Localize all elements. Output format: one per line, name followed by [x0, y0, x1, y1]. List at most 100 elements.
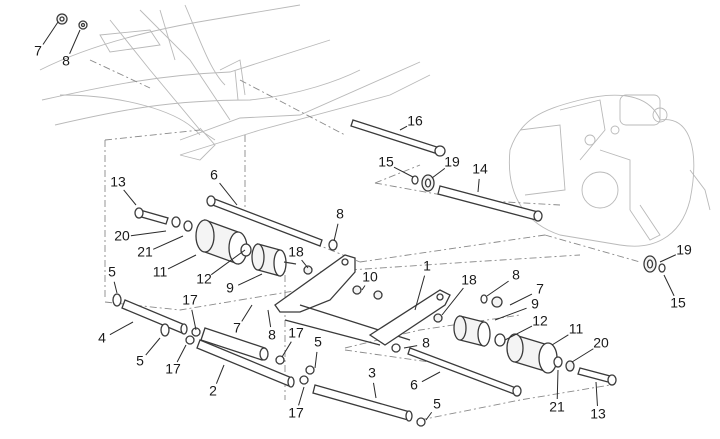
leader-line-13	[595, 381, 598, 407]
part-bushing-9-left	[251, 243, 297, 277]
leader-line-11	[167, 254, 197, 270]
leader-line-8	[486, 280, 509, 297]
leader-line-20	[571, 348, 594, 363]
leader-line-1	[414, 275, 426, 311]
callout-label-20: 20	[114, 228, 130, 244]
callout-label-21: 21	[137, 244, 153, 260]
leader-line-14	[477, 178, 480, 193]
leader-line-2	[215, 364, 225, 384]
callout-label-6: 6	[210, 167, 218, 183]
leader-line-13	[123, 189, 137, 206]
leader-line-7	[42, 21, 59, 45]
leader-line-16	[399, 125, 408, 131]
leader-line-21	[556, 369, 559, 400]
callout-label-16: 16	[407, 113, 423, 129]
leader-line-8	[69, 29, 81, 54]
part-nut-10a	[352, 285, 362, 295]
callout-label-8: 8	[336, 206, 344, 222]
leader-line-20	[130, 230, 167, 237]
part-washer-21b	[553, 356, 563, 368]
leader-line-10	[361, 285, 366, 291]
part-nut-10b	[373, 290, 383, 300]
callout-label-1: 1	[423, 258, 431, 274]
callout-label-17: 17	[288, 405, 304, 421]
callout-label-3: 3	[368, 365, 376, 381]
leader-line-9	[237, 273, 263, 286]
part-bushing-9-right	[453, 315, 491, 347]
callout-label-12: 12	[532, 313, 548, 329]
part-spacer-18b	[433, 313, 443, 323]
callout-label-5: 5	[433, 396, 441, 412]
part-washer-8b	[328, 239, 338, 251]
callout-label-20: 20	[593, 335, 609, 351]
part-washer-8c	[480, 294, 488, 304]
leader-line-5	[113, 281, 118, 294]
part-washer-5a	[112, 293, 122, 307]
engine-block	[508, 94, 711, 247]
frame-outline	[39, 4, 431, 161]
part-pin-2	[196, 327, 295, 388]
leader-line-15	[393, 166, 414, 178]
leader-line-7	[241, 304, 253, 322]
part-bolt-6-top	[206, 195, 323, 247]
part-washer-5b	[160, 323, 170, 337]
leader-line-21	[153, 235, 184, 250]
callout-label-21: 21	[549, 399, 565, 415]
leader-line-12	[504, 325, 533, 341]
leader-line-5	[145, 337, 161, 356]
callout-label-5: 5	[136, 353, 144, 369]
callout-label-10: 10	[362, 269, 378, 285]
callout-label-5: 5	[314, 334, 322, 350]
callout-label-7: 7	[536, 281, 544, 297]
leader-line-7	[509, 293, 533, 306]
callout-label-15: 15	[378, 154, 394, 170]
callout-label-6: 6	[410, 377, 418, 393]
part-washer-21a	[183, 220, 193, 232]
leader-line-5	[425, 411, 433, 421]
part-spacer-17d	[299, 375, 309, 385]
part-bolt-14	[437, 185, 543, 222]
callout-label-19: 19	[444, 154, 460, 170]
part-clip-15b	[658, 263, 666, 273]
part-washer-12b	[494, 333, 506, 347]
leader-line-6	[421, 371, 441, 383]
part-bolt-16	[350, 119, 446, 157]
part-washer-8d	[391, 343, 401, 353]
leader-line-18	[301, 259, 309, 269]
leader-line-6	[219, 182, 238, 206]
part-spacer-18a	[303, 265, 313, 275]
callout-label-11: 11	[153, 264, 168, 280]
callout-label-19: 19	[676, 242, 692, 258]
callout-label-8: 8	[512, 267, 520, 283]
leader-line-3	[372, 382, 377, 399]
part-washer-12a	[240, 243, 252, 257]
leader-line-17	[191, 309, 197, 331]
leader-line-12	[210, 249, 246, 276]
part-washer-5c	[305, 365, 315, 375]
leader-line-15	[663, 274, 675, 297]
part-pin-4	[121, 299, 188, 335]
part-bolt-6-bottom	[407, 347, 522, 397]
callout-label-2: 2	[209, 383, 217, 399]
leader-line-19	[659, 254, 677, 263]
callout-label-15: 15	[670, 295, 686, 311]
part-bearing-19b	[643, 255, 657, 273]
part-clip-15a	[411, 175, 419, 185]
callout-label-17: 17	[165, 361, 181, 377]
part-nut-7-top	[56, 13, 68, 25]
leader-line-17	[298, 386, 305, 406]
leader-line-4	[109, 321, 134, 336]
part-pin-3	[312, 384, 413, 422]
part-bushing-11-right	[506, 333, 558, 374]
part-washer-20a	[171, 216, 181, 228]
leader-line-19	[431, 167, 446, 179]
callout-label-14: 14	[472, 161, 488, 177]
part-bushing-11-left	[195, 219, 248, 265]
callout-label-8: 8	[62, 53, 70, 69]
leader-line-8	[267, 309, 272, 328]
callout-label-8: 8	[268, 327, 276, 343]
callout-label-12: 12	[196, 271, 212, 287]
